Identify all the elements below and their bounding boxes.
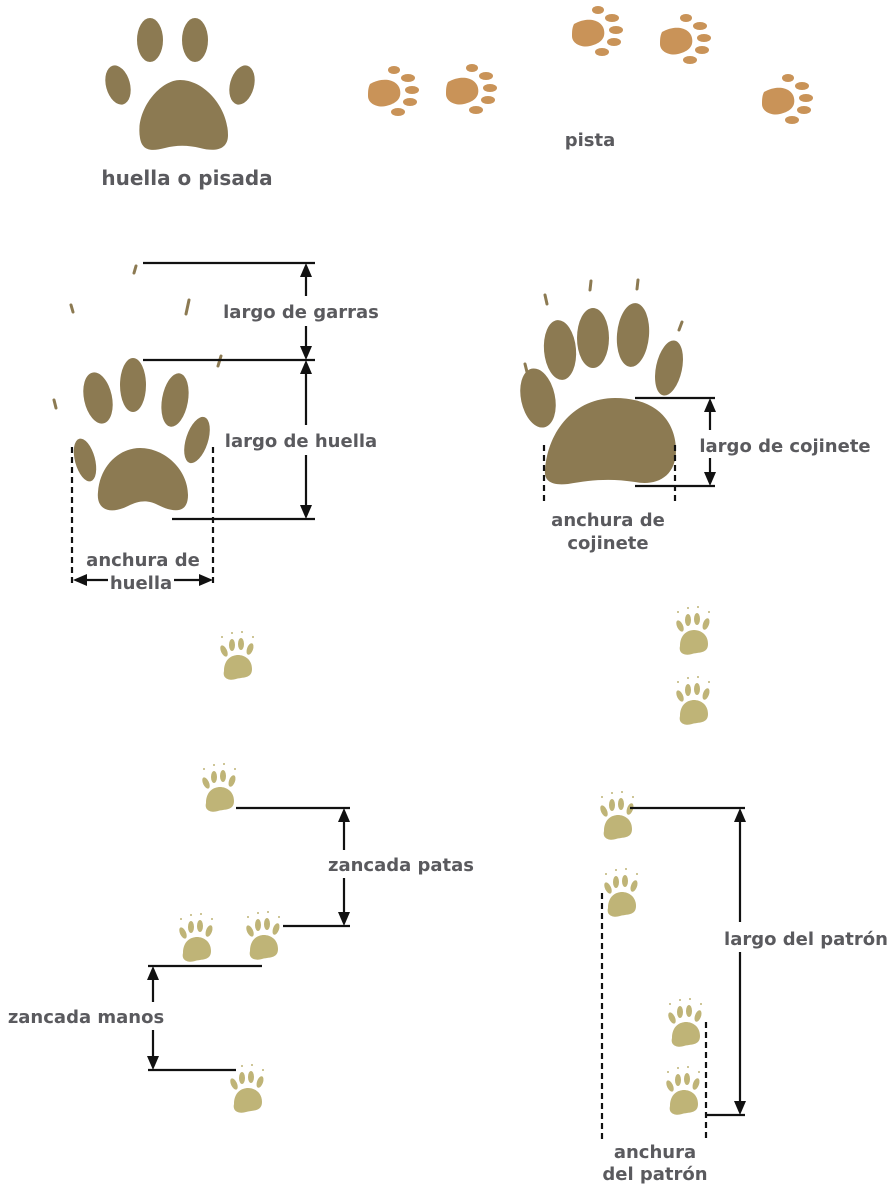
pattern-width-label-line1: anchura <box>614 1142 696 1163</box>
print-width-label-line1: anchura de <box>86 550 200 571</box>
pad-width-label-line2: cojinete <box>567 533 648 554</box>
claw-length-label: largo de garras <box>223 302 379 323</box>
fore-stride-label: zancada manos <box>8 1007 164 1028</box>
track-label: pista <box>565 130 616 151</box>
print-length-label: largo de huella <box>225 431 377 452</box>
clawed-print-icon <box>70 358 215 510</box>
footprint-icon <box>101 18 259 150</box>
print-width-label-line2: huella <box>110 573 172 594</box>
pad-print-icon <box>515 302 687 485</box>
stride-pattern-prints <box>178 631 281 1113</box>
pad-length-label: largo de cojinete <box>699 436 870 457</box>
pattern-prints <box>599 606 711 1115</box>
pattern-width-label-line2: del patrón <box>602 1164 707 1185</box>
pattern-length-arrow <box>734 808 746 1115</box>
track-prints <box>368 6 813 124</box>
hind-stride-label: zancada patas <box>328 855 474 876</box>
pad-width-label-line1: anchura de <box>551 510 665 531</box>
footprint-label: huella o pisada <box>101 166 272 190</box>
pattern-length-label: largo del patrón <box>724 929 888 950</box>
